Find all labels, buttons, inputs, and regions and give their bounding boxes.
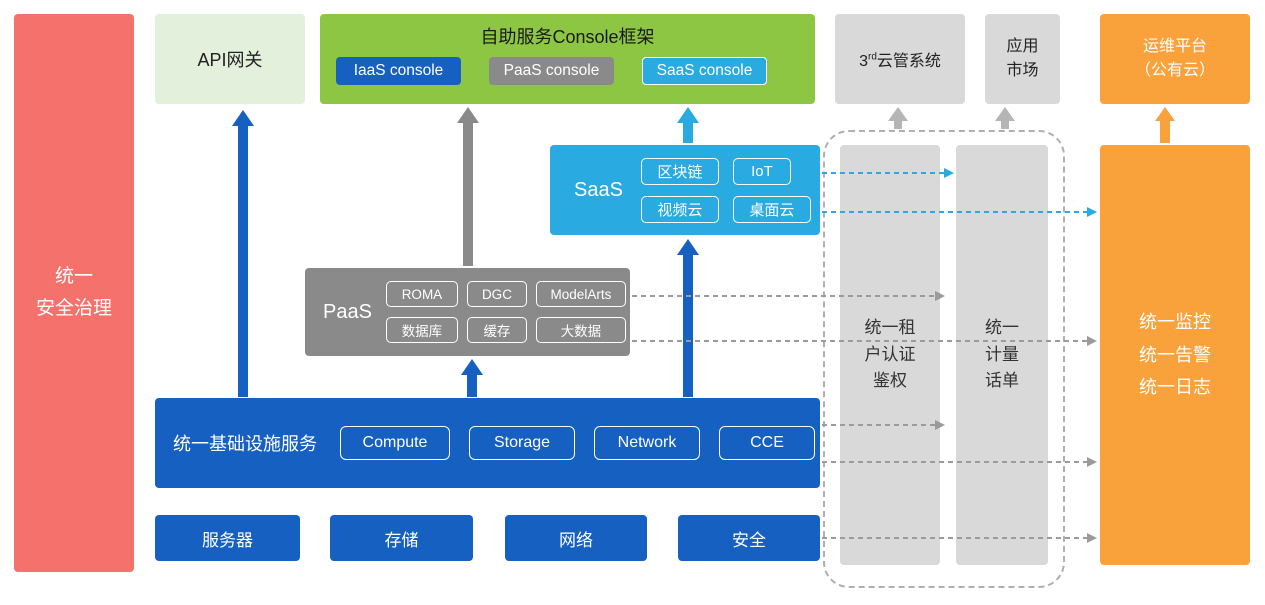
infra-item-cce: CCE [719,426,815,460]
arrow-infra-to-api-gateway [232,110,254,397]
infrastructure-services-bar: 统一基础设施服务 Compute Storage Network CCE [155,398,820,488]
saas-item-video-cloud: 视频云 [640,195,719,223]
saas-label: SaaS [574,178,623,201]
saas-item-desktop-cloud: 桌面云 [732,195,811,223]
saas-item-iot: IoT [732,157,791,185]
paas-item-dgc: DGC [466,281,527,307]
paas-box: PaaS ROMA DGC ModelArts 数据库 缓存 大数据 [305,268,630,356]
dashed-infra-to-monitor-head [1087,457,1097,467]
paas-item-database: 数据库 [385,317,458,343]
hardware-server-box: 服务器 [155,515,300,561]
arrow-paas-to-console [457,107,479,266]
om-platform-label: 运维平台 （公有云） [1134,38,1215,79]
arrow-billing-to-app-market [995,107,1015,129]
hardware-storage-box: 存储 [330,515,473,561]
arrow-infra-to-saas [677,239,699,397]
metering-billing-label: 统一 计量 话单 [985,318,1019,391]
console-framework-box: 自助服务Console框架 IaaS console PaaS console … [320,14,815,104]
om-platform-box: 运维平台 （公有云） [1100,14,1250,104]
app-market-box: 应用 市场 [985,14,1060,104]
infra-item-compute: Compute [340,426,450,460]
monitoring-pillar: 统一监控 统一告警 统一日志 [1100,145,1250,565]
paas-item-roma: ROMA [385,281,458,307]
arrow-auth-to-third-party [888,107,908,129]
iaas-console-item: IaaS console [336,57,461,85]
dashed-hardware-to-monitor-head [1087,533,1097,543]
infrastructure-items: Compute Storage Network CCE [340,426,815,460]
arrow-infra-to-paas [461,359,483,397]
saas-console-item: SaaS console [642,57,767,85]
api-gateway-label: API网关 [197,50,263,70]
hardware-security-box: 安全 [678,515,820,561]
paas-console-item: PaaS console [489,57,614,85]
paas-label: PaaS [323,300,372,323]
dashed-saas-to-monitor-head [1087,207,1097,217]
saas-box: SaaS 区块链 IoT 视频云 桌面云 [550,145,820,235]
console-framework-title: 自助服务Console框架 [480,27,655,47]
saas-items: 区块链 IoT 视频云 桌面云 [640,157,811,223]
paas-item-cache: 缓存 [466,317,527,343]
infrastructure-services-label: 统一基础设施服务 [173,434,317,454]
console-items-row: IaaS console PaaS console SaaS console [320,57,815,85]
metering-billing-pillar: 统一 计量 话单 [956,145,1048,565]
paas-items: ROMA DGC ModelArts 数据库 缓存 大数据 [385,281,626,343]
third-party-rest: 云管系统 [876,53,941,70]
paas-item-bigdata: 大数据 [535,317,626,343]
common-services-dashed-group [823,130,1065,588]
hardware-network-box: 网络 [505,515,647,561]
arrow-saas-to-console [677,107,699,143]
security-governance-bar: 统一 安全治理 [14,14,134,572]
third-party-cms-label: 3rd云管系统 [859,47,941,71]
arrow-monitor-to-om-platform [1155,107,1175,143]
app-market-label: 应用 市场 [1006,38,1039,79]
tenant-auth-pillar: 统一租 户认证 鉴权 [840,145,940,565]
monitoring-label: 统一监控 统一告警 统一日志 [1139,312,1211,398]
third-party-cms-box: 3rd云管系统 [835,14,965,104]
api-gateway-box: API网关 [155,14,305,104]
third-party-base: 3 [859,53,868,70]
security-governance-label: 统一 安全治理 [35,265,112,319]
saas-item-blockchain: 区块链 [640,157,719,185]
infra-item-storage: Storage [469,426,575,460]
paas-item-modelarts: ModelArts [535,281,626,307]
dashed-paas-to-monitor-head [1087,336,1097,346]
infra-item-network: Network [594,426,700,460]
third-party-sup: rd [867,51,877,63]
tenant-auth-label: 统一租 户认证 鉴权 [864,318,916,391]
